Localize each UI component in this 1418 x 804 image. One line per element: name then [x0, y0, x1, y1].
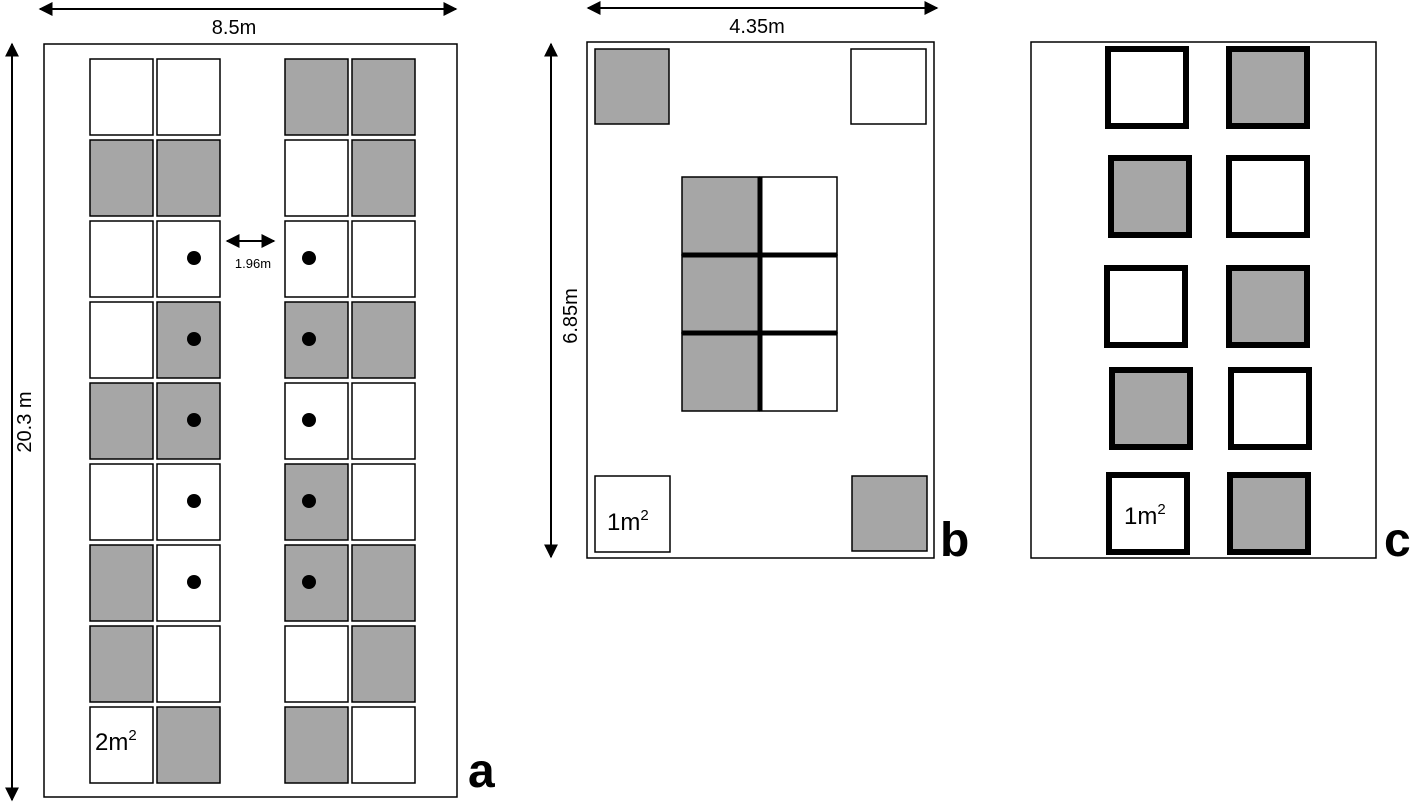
panel-a-plot	[351, 58, 416, 136]
panel-c-plot	[1105, 46, 1189, 129]
panel-b-center-plot	[759, 176, 838, 256]
panel-b-center-plot	[681, 254, 760, 334]
panel-a-plot	[156, 706, 221, 784]
panel-a-plot	[89, 625, 154, 703]
panel-b-center-plot	[681, 332, 760, 412]
panel-c-plot	[1109, 367, 1193, 450]
panel-c-plot-grid	[1104, 46, 1312, 555]
panel-a-plot	[351, 301, 416, 379]
panel-c-plot	[1108, 155, 1192, 238]
panel-c-plot	[1226, 155, 1310, 238]
panel-b-corner-plot-bottom-left	[594, 475, 671, 553]
panel-a-plot	[89, 139, 154, 217]
panel-a-area-value: 2m	[95, 729, 128, 756]
panel-b-boundary	[586, 41, 935, 559]
panel-a-plot	[89, 544, 154, 622]
panel-a-plot	[284, 58, 349, 136]
panel-a-letter: a	[468, 745, 495, 798]
panel-a-plot	[89, 220, 154, 298]
panel-a-plot	[284, 139, 349, 217]
panel-b-area-superscript: 2	[640, 507, 648, 524]
panel-b-area-label: 1m2	[607, 507, 649, 536]
sampling-point-dot	[302, 494, 316, 508]
panel-a-plot	[351, 706, 416, 784]
panel-a-height-label: 20.3 m	[14, 391, 36, 452]
panel-a-plot	[284, 301, 349, 379]
panel-a-plot	[284, 706, 349, 784]
panel-a: 8.5m 20.3 m 1.96m 2m2 a	[5, 1, 495, 802]
panel-b-center-plot	[759, 254, 838, 334]
sampling-point-dot	[187, 494, 201, 508]
panel-a-plot	[351, 625, 416, 703]
panel-c-letter: c	[1384, 514, 1411, 567]
panel-a-plot	[89, 58, 154, 136]
panel-a-plot	[89, 382, 154, 460]
panel-b-center-plot	[681, 176, 760, 256]
panel-a-plot	[351, 544, 416, 622]
panel-c-area-label: 1m2	[1124, 501, 1166, 530]
panel-a-plot	[89, 463, 154, 541]
panel-a-width-label: 8.5m	[212, 17, 256, 39]
panel-c-area-superscript: 2	[1157, 501, 1165, 518]
sampling-point-dot	[187, 332, 201, 346]
panel-c-boundary	[1030, 41, 1377, 559]
panel-a-boundary	[43, 43, 458, 798]
sampling-point-dot	[302, 332, 316, 346]
panel-a-area-superscript: 2	[128, 727, 136, 744]
panel-b-height-label: 6.85m	[560, 288, 582, 344]
panel-c-plot	[1226, 265, 1310, 348]
panel-a-plot	[89, 301, 154, 379]
panel-b-corner-plot-top-left	[594, 48, 670, 125]
panel-c-plot	[1104, 265, 1188, 348]
panel-a-plot	[156, 625, 221, 703]
panel-a-plot	[89, 706, 154, 784]
panel-c-area-value: 1m	[1124, 503, 1157, 530]
panel-a-plot-grid	[89, 58, 416, 784]
panel-a-gap-label: 1.96m	[235, 256, 271, 271]
panel-a-plot	[284, 544, 349, 622]
panel-a-plot	[156, 139, 221, 217]
sampling-point-dot	[187, 413, 201, 427]
panel-a-plot	[284, 382, 349, 460]
panel-b-center-plot	[759, 332, 838, 412]
panel-c-plot	[1106, 472, 1190, 555]
panel-a-area-label: 2m2	[95, 727, 137, 756]
panel-b-letter: b	[940, 514, 969, 567]
panel-b-plot-grid	[594, 48, 928, 553]
panel-b-width-label: 4.35m	[729, 16, 785, 38]
panel-a-plot	[156, 58, 221, 136]
panel-b-corner-plot-bottom-right	[851, 475, 928, 552]
sampling-point-dot	[302, 251, 316, 265]
panel-a-plot	[284, 625, 349, 703]
panel-a-plot	[351, 463, 416, 541]
panel-c-plot	[1228, 367, 1312, 450]
sampling-point-dot	[302, 413, 316, 427]
sampling-point-dot	[302, 575, 316, 589]
panel-c: 1m2 c	[1030, 41, 1411, 567]
panel-a-plot	[156, 544, 221, 622]
sampling-point-dot	[187, 575, 201, 589]
panel-c-plot	[1226, 46, 1310, 129]
panel-a-plot	[284, 463, 349, 541]
panel-a-plot	[351, 382, 416, 460]
panel-b: 4.35m 6.85m 1m2 b	[544, 0, 969, 567]
sampling-point-dot	[187, 251, 201, 265]
panel-a-plot	[351, 220, 416, 298]
panel-b-area-value: 1m	[607, 509, 640, 536]
panel-b-corner-plot-top-right	[850, 48, 927, 125]
panel-a-plot	[284, 220, 349, 298]
panel-a-plot	[351, 139, 416, 217]
panel-c-plot	[1227, 472, 1311, 555]
